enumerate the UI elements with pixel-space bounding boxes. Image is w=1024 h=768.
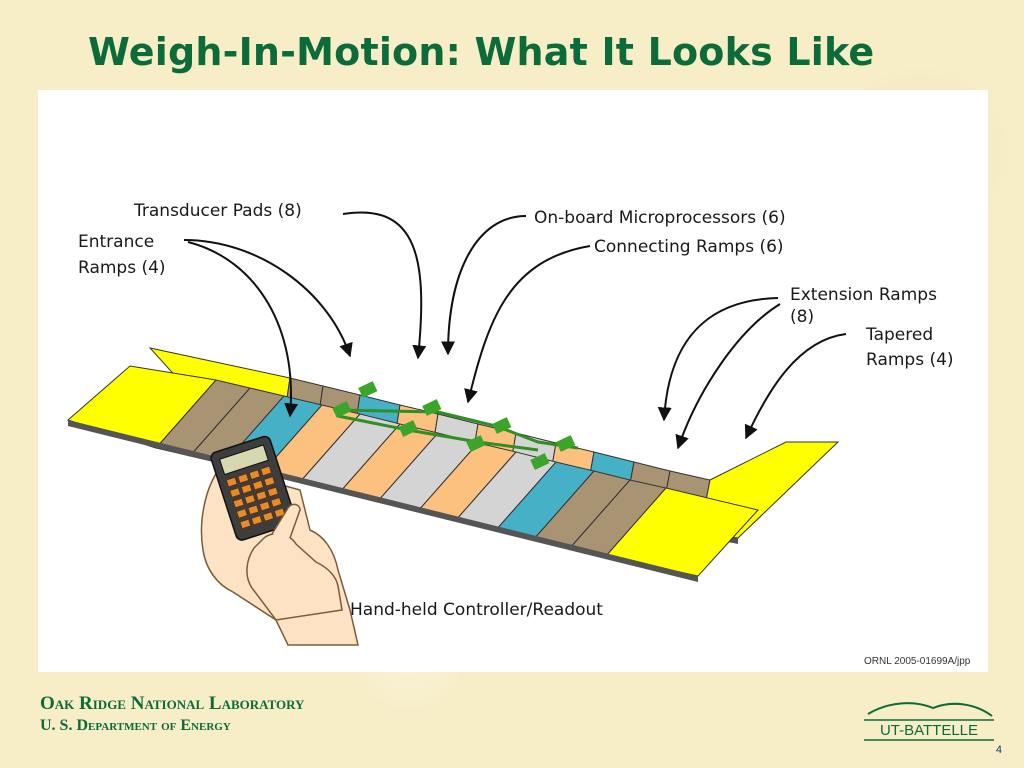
microprocessors bbox=[332, 381, 579, 470]
wim-diagram: Transducer Pads (8) Entrance Ramps (4) O… bbox=[67, 201, 971, 667]
label-tapered-ramps-line2: Ramps (4) bbox=[866, 350, 954, 370]
label-entrance-ramps-line2: Ramps (4) bbox=[78, 258, 166, 278]
label-tapered-ramps-line1: Tapered bbox=[865, 325, 933, 345]
hand-held-controller bbox=[200, 435, 359, 646]
page-number: 4 bbox=[995, 744, 1002, 756]
ut-battelle-logo: UT-BATTELLE bbox=[864, 702, 994, 741]
label-extension-ramps-line1: Extension Ramps bbox=[790, 285, 937, 305]
label-connecting-ramps: Connecting Ramps (6) bbox=[594, 237, 784, 257]
callout-arrows bbox=[183, 211, 847, 450]
label-microprocessors: On-board Microprocessors (6) bbox=[534, 208, 786, 228]
slide-title: Weigh-In-Motion: What It Looks Like bbox=[88, 30, 875, 74]
label-entrance-ramps-line1: Entrance bbox=[78, 232, 154, 252]
label-extension-ramps-line2: (8) bbox=[790, 307, 814, 327]
diagram-panel: Transducer Pads (8) Entrance Ramps (4) O… bbox=[38, 90, 988, 672]
label-transducer-pads: Transducer Pads (8) bbox=[133, 201, 302, 221]
org-line2: U. S. Department of Energy bbox=[40, 717, 231, 734]
logo-text: UT-BATTELLE bbox=[880, 722, 978, 739]
image-credit: ORNL 2005-01699A/jpp bbox=[864, 656, 971, 667]
org-line1: Oak Ridge National Laboratory bbox=[40, 693, 305, 714]
label-controller: Hand-held Controller/Readout bbox=[350, 600, 603, 620]
